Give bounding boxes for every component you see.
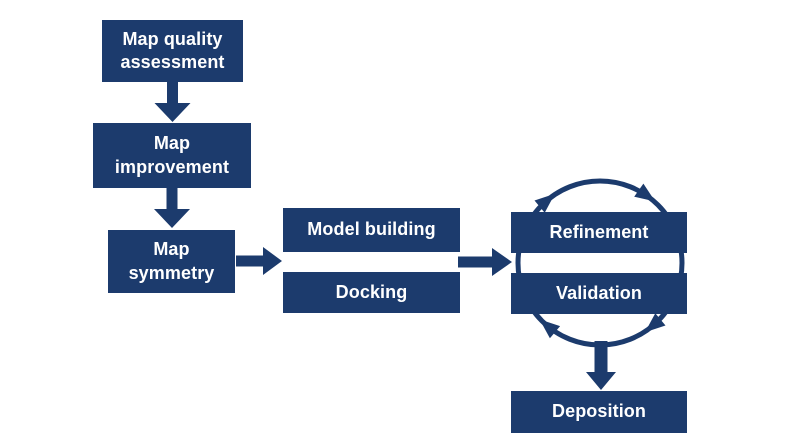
arrow-right-modelbuilding-to-refinement <box>458 248 512 276</box>
node-validation: Validation <box>511 273 687 314</box>
node-docking: Docking <box>283 272 460 313</box>
iteration-cycle-circle <box>515 178 685 348</box>
node-map-improvement: Map improvement <box>93 123 251 188</box>
arrow-down-improvement-to-symmetry <box>154 188 190 228</box>
node-deposition: Deposition <box>511 391 687 433</box>
node-map-quality-assessment: Map quality assessment <box>102 20 243 82</box>
arrow-down-cycle-to-deposition <box>586 341 616 390</box>
cycle-arrowhead-top-left-icon <box>534 193 555 213</box>
cycle-arrowhead-top-right-icon <box>634 183 656 202</box>
arrow-down-quality-to-improvement <box>154 82 191 122</box>
cycle-arrowhead-bottom-right-icon <box>645 313 666 333</box>
node-map-symmetry: Map symmetry <box>108 230 235 293</box>
node-model-building: Model building <box>283 208 460 252</box>
arrow-right-symmetry-to-modelbuilding <box>236 247 282 275</box>
cycle-arrowhead-bottom-left-icon <box>539 319 561 339</box>
node-refinement: Refinement <box>511 212 687 253</box>
